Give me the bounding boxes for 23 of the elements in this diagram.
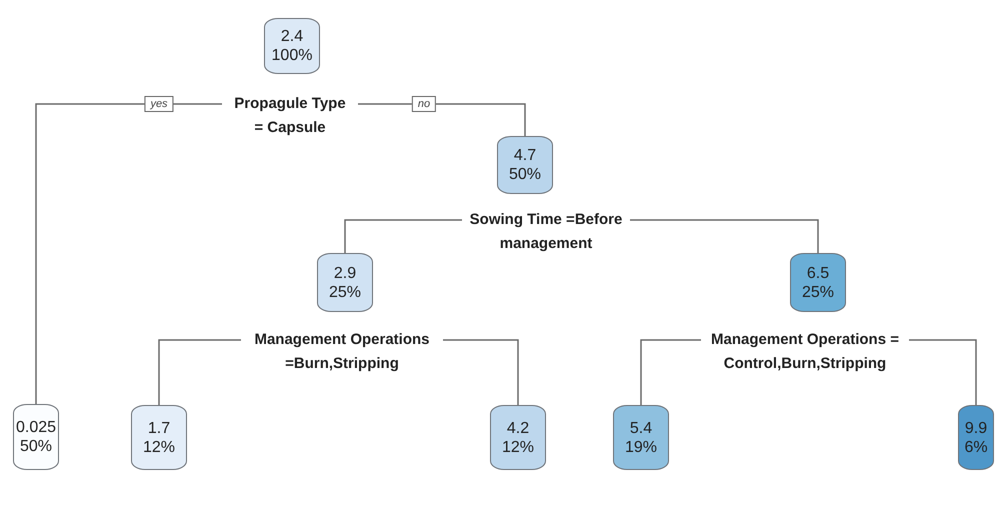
branch-line [35,103,222,404]
branch-line [358,103,526,136]
branch-line [158,339,241,405]
tree-node: 9.9 6% [958,405,994,470]
tree-node: 4.7 50% [497,136,553,194]
tree-node: 4.2 12% [490,405,546,470]
edge-label: no [412,96,436,112]
split-condition: Propagule Type = Capsule [228,92,352,140]
tree-node: 2.9 25% [317,253,373,312]
tree-node: 0.025 50% [13,404,59,470]
tree-node: 6.5 25% [790,253,846,312]
split-condition: Management Operations = Control,Burn,Stripping [707,328,903,376]
branch-line [630,219,819,253]
tree-node: 5.4 19% [613,405,669,470]
tree-node: 2.4 100% [264,18,320,74]
split-condition: Sowing Time =Before management [468,208,624,256]
split-condition: Management Operations =Burn,Stripping [247,328,437,376]
branch-line [344,219,462,253]
branch-line [909,339,977,405]
edge-label: yes [144,96,174,112]
tree-node: 1.7 12% [131,405,187,470]
branch-line [640,339,701,405]
branch-line [443,339,519,405]
